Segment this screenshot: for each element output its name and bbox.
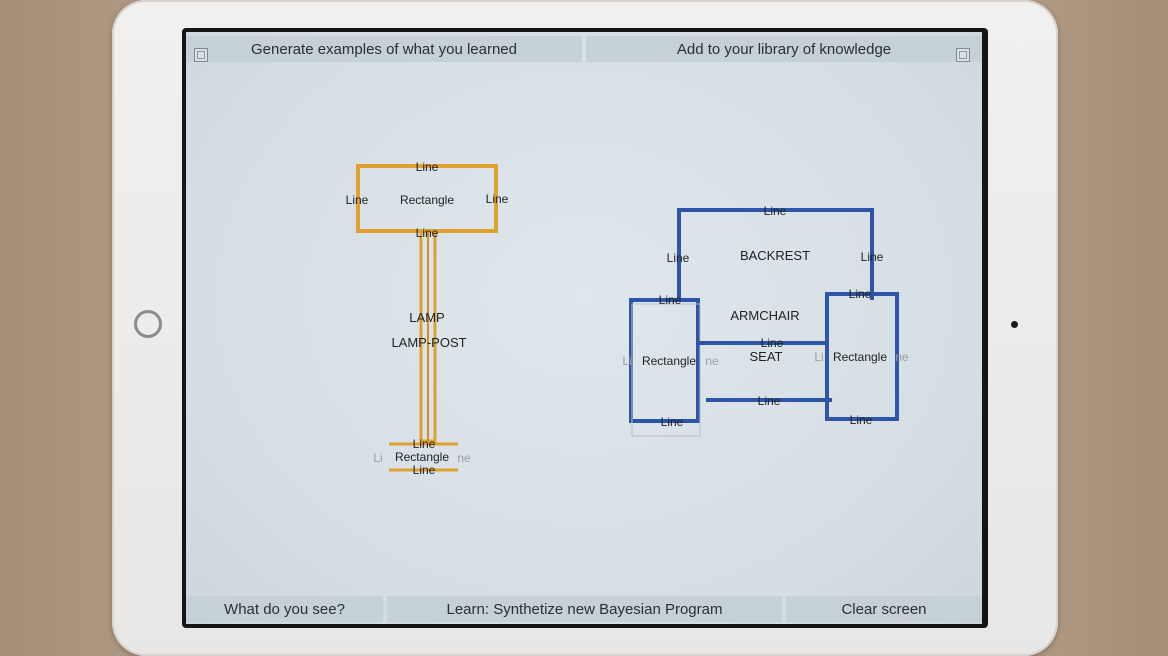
lamp-head-right-line-label: Line (486, 192, 509, 206)
left-arm-rect-label: Rectangle (642, 354, 696, 368)
lamp-base-rect-label: Rectangle (395, 450, 449, 464)
backrest-right-line-label: Line (861, 250, 884, 264)
right-arm-ghost-right-label: ne (895, 350, 909, 364)
lamp-head-left-line-label: Line (346, 193, 369, 207)
lamp-head-rect-label: Rectangle (400, 193, 454, 207)
right-arm-rect-label: Rectangle (833, 350, 887, 364)
window-icon[interactable] (956, 48, 970, 62)
top-toolbar: Generate examples of what you learned Ad… (186, 36, 982, 62)
backrest-left-line-label: Line (667, 251, 690, 265)
lamp-head-top-line-label: Line (416, 160, 439, 174)
lamp-object-label: LAMP (409, 310, 444, 325)
lamp-head-bottom-line-label: Line (416, 226, 439, 240)
seat-bottom-line-label: Line (758, 394, 781, 408)
left-arm-bottom-line-label: Line (661, 415, 684, 429)
lamp-base-ghost-left-label: Li (373, 451, 382, 465)
left-arm-top-line-label: Line (659, 293, 682, 307)
app-screen: Generate examples of what you learned Ad… (186, 32, 982, 624)
right-arm-bottom-line-label: Line (850, 413, 873, 427)
generate-examples-button[interactable]: Generate examples of what you learned (186, 36, 582, 62)
bottom-toolbar: What do you see? Learn: Synthetize new B… (186, 596, 982, 622)
backrest-shape (677, 208, 874, 300)
grid-icon[interactable] (194, 48, 208, 62)
drawing-canvas[interactable]: Line Line Line Rectangle Line LAMP LAMP-… (186, 32, 982, 624)
left-arm-selection-box (631, 303, 701, 437)
add-to-library-button[interactable]: Add to your library of knowledge (586, 36, 982, 62)
armchair-drawing: Line Line Line BACKREST Line Line ARMCHA… (622, 204, 909, 437)
seat-label: SEAT (750, 349, 783, 364)
left-arm-shape (629, 298, 700, 423)
left-arm-ghost-left-label: Li (622, 354, 631, 368)
lamp-base-bottom-line-label: Line (413, 463, 436, 477)
backrest-label: BACKREST (740, 248, 810, 263)
seat-top-line-label: Line (761, 336, 784, 350)
lamp-base-top-line-label: Line (413, 437, 436, 451)
lamp-drawing: Line Line Line Rectangle Line LAMP LAMP-… (346, 160, 509, 477)
backrest-top-line-label: Line (764, 204, 787, 218)
left-arm-ghost-right-label: ne (705, 354, 719, 368)
lamp-post-label: LAMP-POST (391, 335, 466, 350)
home-button[interactable] (134, 310, 162, 338)
right-arm-shape (825, 292, 899, 421)
lamp-base-ghost-right-label: ne (457, 451, 471, 465)
right-arm-top-line-label: Line (849, 287, 872, 301)
learn-synthesize-button[interactable]: Learn: Synthetize new Bayesian Program (387, 596, 782, 622)
armchair-object-label: ARMCHAIR (730, 308, 799, 323)
what-do-you-see-button[interactable]: What do you see? (186, 596, 383, 622)
clear-screen-button[interactable]: Clear screen (786, 596, 982, 622)
right-arm-ghost-left-label: Li (814, 350, 823, 364)
camera-icon (1011, 321, 1018, 328)
